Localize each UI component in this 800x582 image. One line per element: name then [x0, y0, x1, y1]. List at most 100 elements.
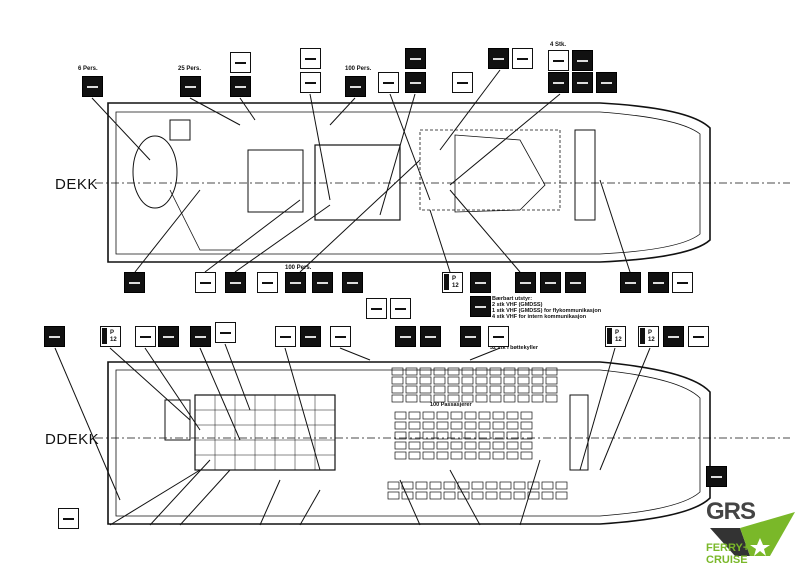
safety-symbol-icon: [300, 326, 321, 347]
seat: [450, 451, 463, 460]
seat: [464, 451, 477, 460]
grs-ferry-cruise-logo: GRS FERRY+ CRUISE: [700, 498, 800, 578]
safety-symbol-icon: [572, 72, 593, 93]
safety-symbol-icon: [180, 76, 201, 97]
seat: [520, 431, 533, 440]
seat: [531, 385, 544, 394]
seat: [457, 491, 470, 500]
deck-label-upper: DEKK: [55, 176, 98, 193]
seat: [387, 491, 400, 500]
seat: [464, 431, 477, 440]
logo-stripes-icon: [710, 512, 795, 556]
seat: [520, 421, 533, 430]
seat: [419, 376, 432, 385]
seat: [492, 421, 505, 430]
count-4-label: 4 Stk.: [550, 42, 567, 48]
safety-symbol-icon: [596, 72, 617, 93]
seat: [394, 421, 407, 430]
leader-line: [379, 93, 416, 216]
seat: [405, 394, 418, 403]
seat: [478, 431, 491, 440]
seat: [408, 441, 421, 450]
leader-line: [204, 199, 301, 273]
seat: [545, 376, 558, 385]
seat: [394, 441, 407, 450]
safety-symbol-icon: [390, 298, 411, 319]
seat: [450, 411, 463, 420]
leader-line: [449, 469, 481, 526]
seat: [492, 431, 505, 440]
seat: [387, 481, 400, 490]
seat: [415, 481, 428, 490]
seat: [461, 385, 474, 394]
seat: [471, 481, 484, 490]
seat: [408, 451, 421, 460]
leader-line: [579, 347, 616, 471]
p12-sign-icon: P 12: [605, 326, 626, 347]
leader-line: [429, 209, 451, 273]
seat: [436, 421, 449, 430]
seat: [545, 394, 558, 403]
seat: [391, 376, 404, 385]
seat: [429, 481, 442, 490]
safety-symbol-icon: [285, 272, 306, 293]
seat: [450, 441, 463, 450]
safety-symbol-icon: [257, 272, 278, 293]
safety-symbol-icon: [345, 76, 366, 97]
leader-line: [309, 93, 331, 201]
seat: [478, 411, 491, 420]
safety-symbol-icon: [300, 72, 321, 93]
safety-symbol-icon: [395, 326, 416, 347]
seat: [555, 491, 568, 500]
seat: [503, 394, 516, 403]
safety-symbol-icon: [572, 50, 593, 71]
deck-label-lower: DDEKK: [45, 431, 100, 448]
leader-line: [149, 459, 211, 526]
seat: [545, 367, 558, 376]
seat: [394, 451, 407, 460]
safety-symbol-icon: [312, 272, 333, 293]
seat: [422, 441, 435, 450]
seat: [478, 451, 491, 460]
safety-symbol-icon: [488, 48, 509, 69]
leader-line: [91, 97, 151, 161]
note-line: Bærbart utstyr:: [492, 296, 533, 302]
safety-symbol-icon: [230, 76, 251, 97]
safety-symbol-icon: [512, 48, 533, 69]
safety-symbol-icon: [190, 326, 211, 347]
note-line: 4 stk VHF for intern kommunikasjon: [492, 314, 587, 320]
leader-line: [439, 69, 501, 151]
seat: [555, 481, 568, 490]
safety-symbol-icon: [620, 272, 641, 293]
leader-line: [224, 343, 251, 411]
liferaft-100-label: 100 Pers.: [345, 66, 372, 72]
seat: [531, 376, 544, 385]
leader-line: [449, 93, 561, 186]
seat: [436, 451, 449, 460]
leader-line: [329, 97, 356, 126]
seat: [492, 441, 505, 450]
safety-symbol-icon: [488, 326, 509, 347]
safety-symbol-icon: [405, 72, 426, 93]
seat: [520, 451, 533, 460]
leader-line: [339, 347, 371, 361]
safety-symbol-icon: [230, 52, 251, 73]
safety-symbol-icon: [565, 272, 586, 293]
seat: [415, 491, 428, 500]
seat: [545, 385, 558, 394]
seat: [447, 394, 460, 403]
seat: [471, 491, 484, 500]
upper-hull-outline: [107, 102, 711, 263]
leader-line: [144, 347, 201, 431]
liferaft-100-bottom-label: 100 Pers.: [285, 265, 312, 271]
seat: [433, 394, 446, 403]
seat: [464, 421, 477, 430]
safety-symbol-icon: [330, 326, 351, 347]
safety-symbol-icon: [470, 272, 491, 293]
safety-symbol-icon: [275, 326, 296, 347]
seat: [401, 491, 414, 500]
seat: [391, 385, 404, 394]
seat: [464, 441, 477, 450]
leader-line: [134, 189, 201, 273]
